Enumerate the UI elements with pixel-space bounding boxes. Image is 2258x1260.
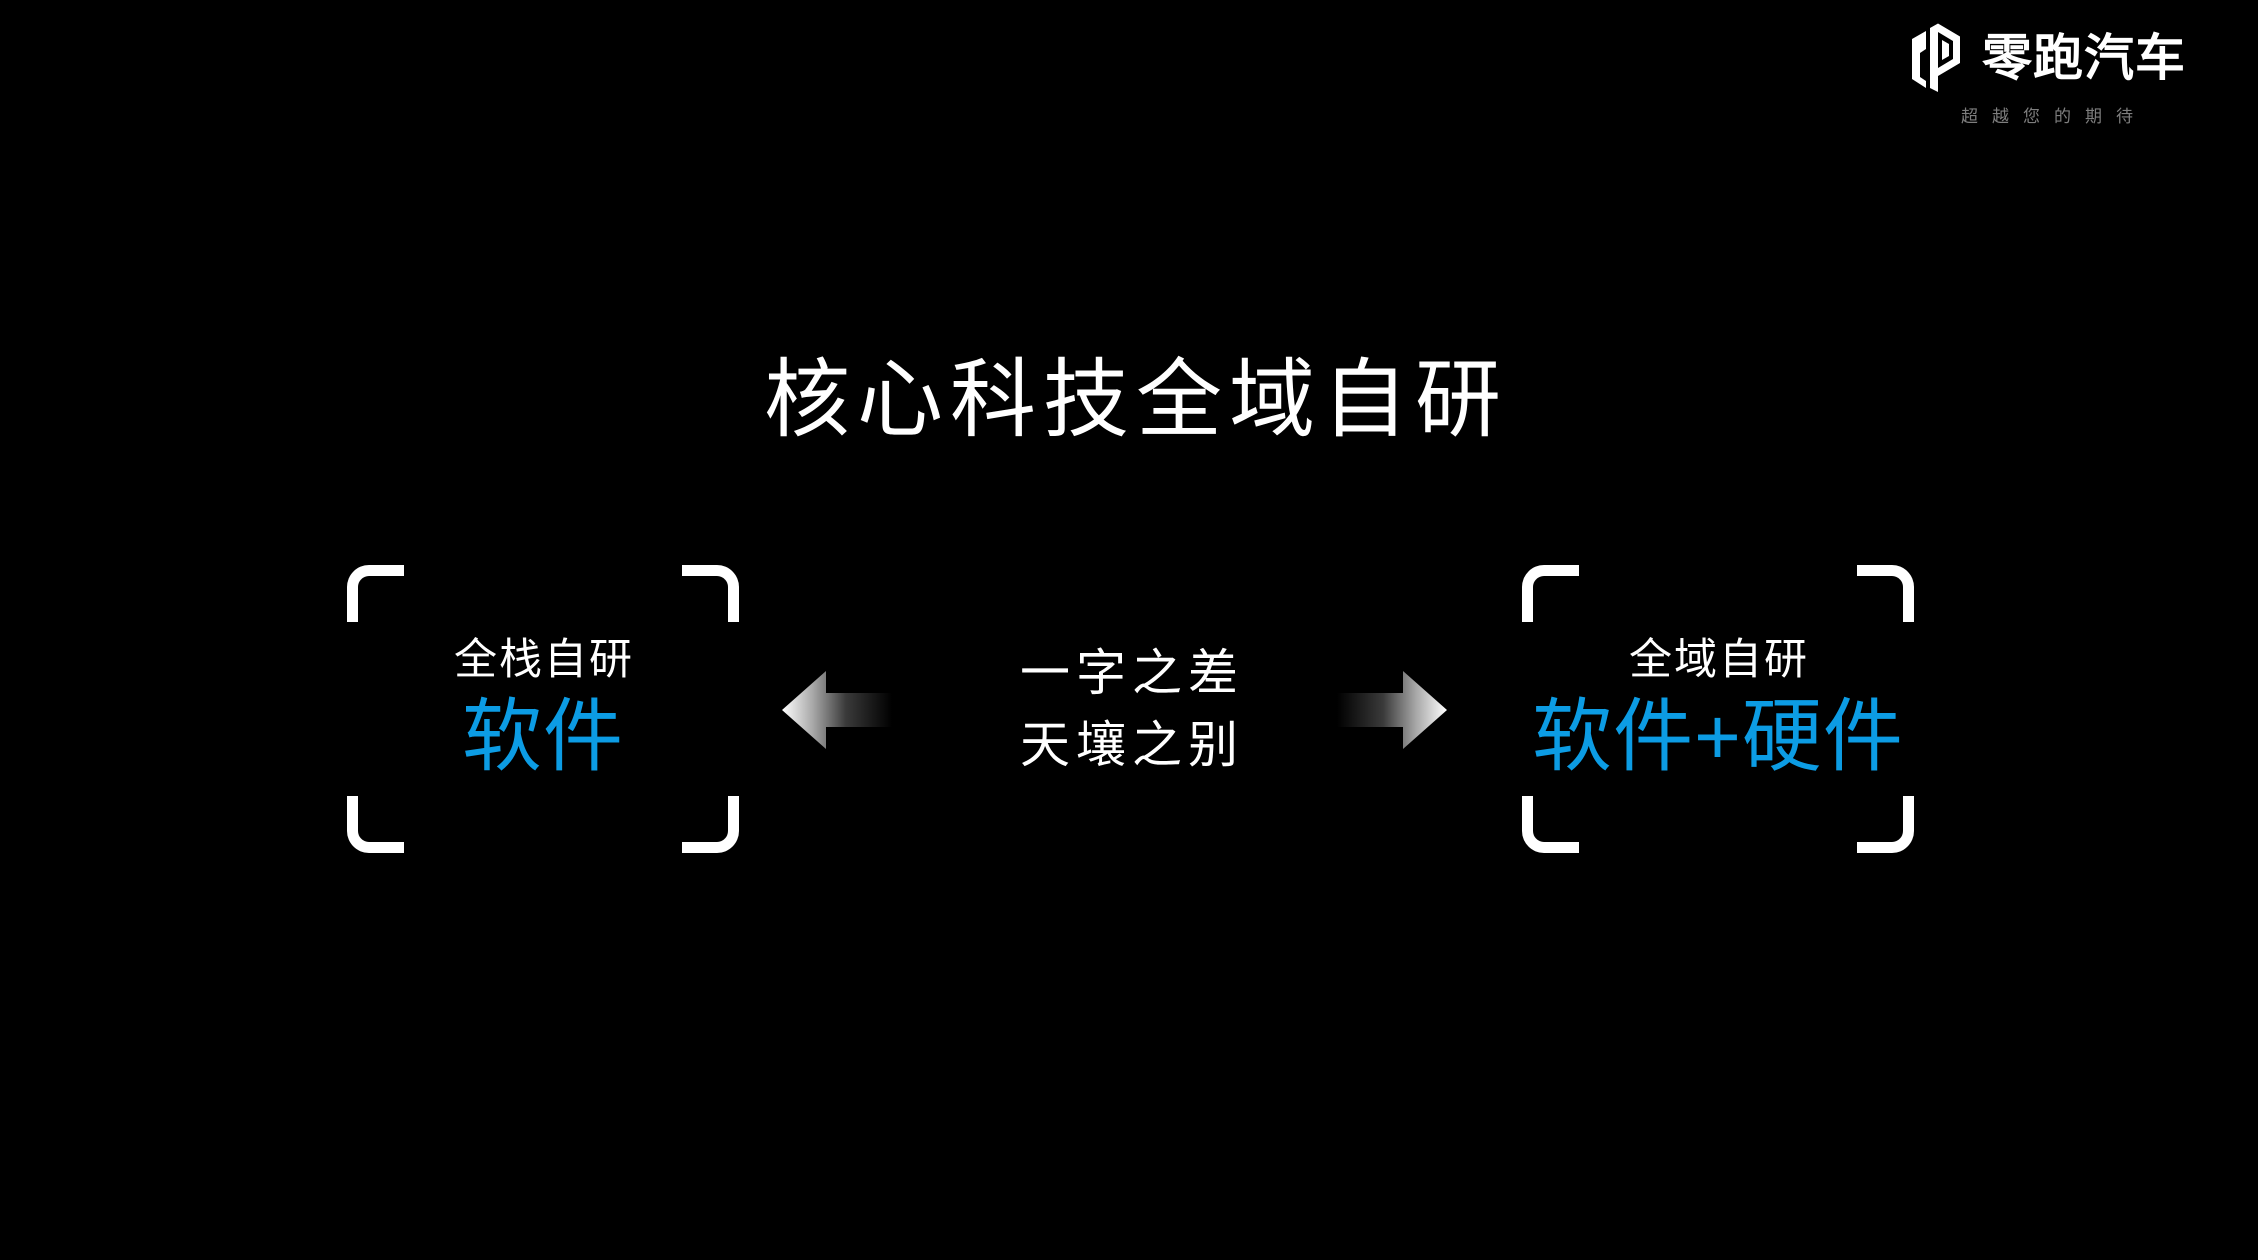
panel-right-label: 全域自研 (1629, 636, 1809, 685)
center-line-1: 一字之差 (1020, 644, 1244, 701)
brand-name: 零跑汽车 (1982, 30, 2186, 86)
panel-full-domain: 全域自研 软件+硬件 (1522, 565, 1914, 853)
brand-row: 零跑汽车 (1908, 22, 2186, 94)
panel-right-value: 软件+硬件 (1532, 691, 1904, 781)
comparison-section: 全栈自研 软件 一字之差 天壤之别 (0, 555, 2258, 865)
brand-tagline: 超越您的期待 (1961, 107, 2147, 126)
panel-left-value: 软件 (462, 691, 624, 781)
corner-bracket-top-left-icon (347, 565, 404, 622)
center-line-2: 天壤之别 (1020, 717, 1244, 773)
corner-bracket-bottom-right-icon (682, 796, 739, 853)
corner-bracket-top-right-icon (682, 565, 739, 622)
corner-bracket-top-left-icon (1522, 565, 1579, 622)
panel-content-left: 全栈自研 软件 (347, 565, 739, 853)
center-message: 一字之差 天壤之别 (929, 563, 1329, 855)
panel-content-right: 全域自研 软件+硬件 (1522, 565, 1914, 853)
brand-logo: 零跑汽车 超越您的期待 (1908, 22, 2186, 125)
corner-bracket-top-right-icon (1857, 565, 1914, 622)
page-title: 核心科技全域自研 (764, 351, 1508, 448)
panel-full-stack: 全栈自研 软件 (347, 565, 739, 853)
corner-bracket-bottom-right-icon (1857, 796, 1914, 853)
arrow-right-icon (1337, 667, 1447, 753)
leapmotor-logo-icon (1908, 22, 1964, 94)
corner-bracket-bottom-left-icon (1522, 796, 1579, 853)
corner-bracket-bottom-left-icon (347, 796, 404, 853)
panel-left-label: 全栈自研 (454, 636, 634, 685)
arrow-left-icon (782, 667, 892, 753)
